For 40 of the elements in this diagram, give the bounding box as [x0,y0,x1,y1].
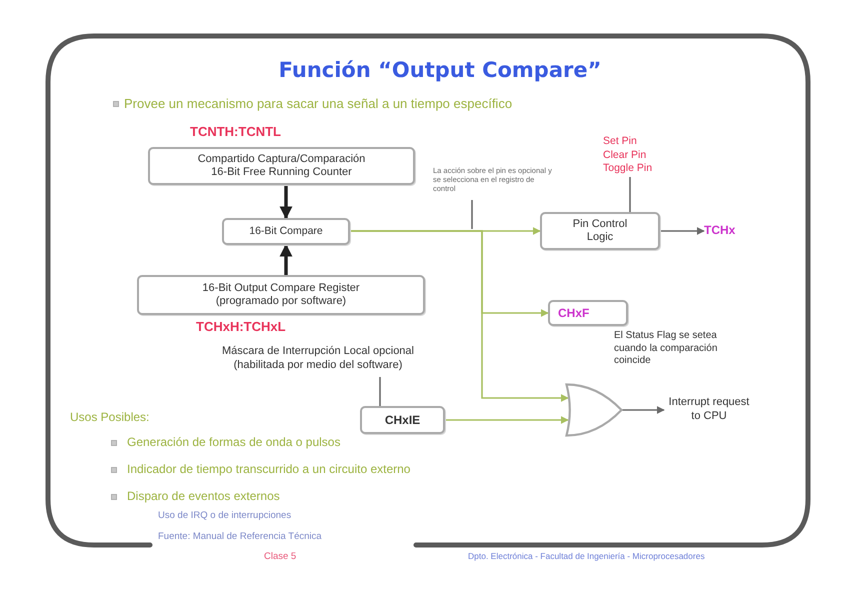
footer-note: Fuente: Manual de Referencia Técnica [158,531,322,542]
arrow [350,230,569,402]
list-item: Indicador de tiempo transcurrido a un circuito externo [127,462,410,476]
counter-label: Compartido Captura/Comparación [198,152,366,166]
arrow [280,244,292,275]
footer-credit: Dpto. Electrónica - Facultad de Ingeniería - Microprocesadores [468,551,705,562]
flag-label: CHxF [558,306,590,320]
comparator-label: 16-Bit Compare [249,225,323,238]
output-pin-label: TCHx [704,223,750,238]
enable-bit-box [360,406,445,434]
leader-line [471,200,473,229]
register-label: 16-Bit Output Compare Register (programado por software) [201,282,361,308]
arrow [660,227,705,235]
list-item: Generación de formas de onda o pulsos [127,435,340,450]
logic-box [540,212,660,250]
connector-line [629,177,631,212]
connector-line [379,377,381,406]
interrupt-request-label: Interrupt request to CPU [664,396,754,424]
counter-box [148,147,415,185]
page-number: Clase 5 [264,551,296,562]
register-name: TCNTH:TCNTL [190,124,281,140]
counter-label: 16-Bit Free Running Counter [211,166,352,180]
arrow [622,406,665,414]
register-box [137,275,425,315]
mask-note: Máscara de Interrupción Local opcional (habilitada por medio del software) [214,345,422,372]
enable-bit-label: CHxIE [384,412,420,428]
section-heading: Usos Posibles: [70,410,150,424]
flag-box [548,300,628,326]
arrow [280,185,292,220]
subtitle: Provee un mecanismo para sacar una señal a un tiempo específico [124,96,512,112]
comparator-box [222,218,350,245]
footer-note: Uso de IRQ o de interrupciones [158,510,292,522]
logic-gate [565,383,623,437]
arrow [445,416,569,424]
pin-action-list: Set Pin Clear Pin Toggle Pin [603,135,661,176]
flag-description: El Status Flag se setea cuando la comparación coincide [614,330,718,368]
logic-label: Pin Control Logic [572,218,628,244]
slide-title: Función “Output Compare” [278,58,602,82]
register-name: TCHxH:TCHxL [196,319,286,336]
list-item: Disparo de eventos externos [127,489,280,504]
